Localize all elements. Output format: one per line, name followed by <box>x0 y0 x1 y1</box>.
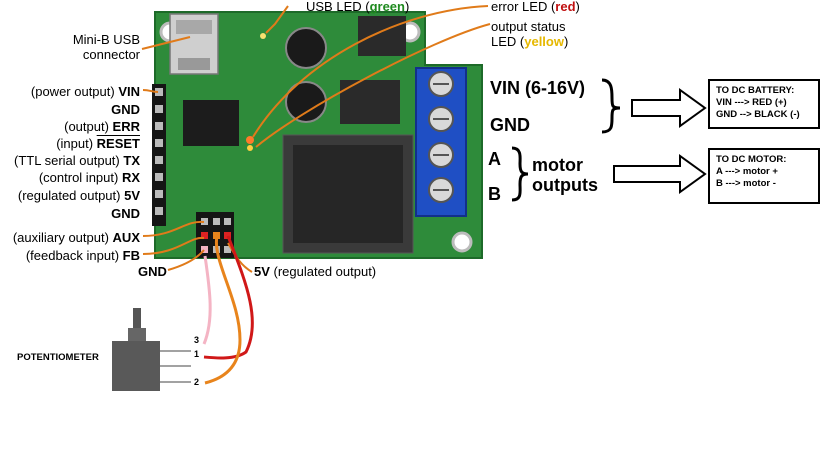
capacitor-icon <box>285 27 327 123</box>
status-led-label: output status LED (yellow) <box>491 19 568 49</box>
pin-name: RX <box>121 170 140 185</box>
usb-led-icon <box>260 33 266 39</box>
motor-brace <box>511 146 529 202</box>
pin-label-err: (output) ERR <box>64 119 140 134</box>
box-title: TO DC MOTOR: <box>716 154 787 165</box>
microcontroller-chip <box>282 134 414 254</box>
label-line: output status <box>491 19 566 34</box>
pin-name: AUX <box>112 230 140 245</box>
label-line: outputs <box>532 175 598 195</box>
error-led-label: error LED (red) <box>491 0 580 14</box>
pin-desc: (input) <box>56 136 97 151</box>
label-line: Mini-B USB <box>72 32 140 47</box>
motor-a-label: A <box>488 149 501 169</box>
pot-pin-1: 1 <box>194 349 200 359</box>
pin-desc: (auxiliary output) <box>12 230 113 245</box>
gnd-terminal-label: GND <box>490 115 530 135</box>
vin-terminal-label: VIN (6-16V) <box>490 78 586 98</box>
pin-name: TX <box>123 153 140 168</box>
label-text: error LED ( <box>491 0 556 14</box>
label-line: LED (yellow) <box>491 34 568 49</box>
error-led-icon <box>246 136 254 144</box>
pin-name: RESET <box>96 136 140 151</box>
battery-info-box: TO DC BATTERY: VIN ---> RED (+) GND --> … <box>708 79 820 129</box>
label-color-word: red <box>555 0 576 14</box>
screw-terminal-block <box>415 67 467 217</box>
annotation-lines <box>141 5 491 273</box>
label-line: motor <box>532 155 583 175</box>
pin-label-rx: (control input) RX <box>39 170 140 185</box>
pin-desc: (regulated output) <box>17 188 125 203</box>
wires <box>202 235 254 385</box>
pot-pin-2: 2 <box>194 377 200 387</box>
label-end: ) <box>575 0 580 14</box>
box-line: B ---> motor - <box>716 178 776 189</box>
usb-connector-label: Mini-B USB connector <box>73 32 140 62</box>
box-title: TO DC BATTERY: <box>716 85 795 96</box>
box-line: A ---> motor + <box>716 166 778 177</box>
pin-name: VIN <box>118 84 140 99</box>
pot-pin-3: 3 <box>194 335 200 345</box>
pin-label-gnd-1: GND <box>111 102 140 117</box>
label-color-word: green <box>369 0 405 14</box>
regulator-chip <box>358 16 406 56</box>
pin-desc: (feedback input) <box>25 248 123 263</box>
label-text: USB LED ( <box>306 0 370 14</box>
pin-label-tx: (TTL serial output) TX <box>14 153 140 168</box>
header-pins <box>152 84 166 226</box>
label-color-word: yellow <box>524 34 564 49</box>
label-end: ) <box>563 34 569 49</box>
feedback-connector <box>196 212 234 258</box>
usb-connector-icon <box>169 13 219 75</box>
potentiometer-label: POTENTIOMETER <box>17 352 99 363</box>
pin-label-aux: (auxiliary output) AUX <box>13 230 140 245</box>
pin-name: 5V <box>124 188 140 203</box>
pin-desc: (regulated output) <box>269 264 377 279</box>
pin-name: ERR <box>112 119 140 134</box>
box-line: GND --> BLACK (-) <box>716 109 800 120</box>
pin-label-reset: (input) RESET <box>56 136 140 151</box>
pin-name: GND <box>111 206 140 221</box>
bottom-gnd-label: GND <box>138 264 167 279</box>
label-end: ) <box>404 0 410 14</box>
pin-label-fb: (feedback input) FB <box>26 248 140 263</box>
bottom-5v-label: 5V (regulated output) <box>254 264 376 279</box>
pin-name: GND <box>111 102 140 117</box>
driver-ic <box>183 100 239 146</box>
power-brace <box>601 78 621 134</box>
pin-desc: (TTL serial output) <box>14 153 124 168</box>
pin-name: FB <box>122 248 140 263</box>
arrow-icon <box>613 88 707 194</box>
label-text: LED ( <box>491 34 525 49</box>
box-line: VIN ---> RED (+) <box>716 97 787 108</box>
label-line: connector <box>82 47 140 62</box>
pin-label-gnd-2: GND <box>111 206 140 221</box>
pin-name: 5V <box>254 264 270 279</box>
usb-led-label: USB LED (green) <box>306 0 409 14</box>
potentiometer-icon <box>112 308 191 391</box>
motor-outputs-label: motor outputs <box>532 155 598 195</box>
motor-b-label: B <box>488 184 501 204</box>
motor-info-box: TO DC MOTOR: A ---> motor + B ---> motor… <box>708 148 820 204</box>
pin-label-vin: (power output) VIN <box>31 84 140 99</box>
pin-desc: (power output) <box>30 84 119 99</box>
pin-desc: (control input) <box>38 170 122 185</box>
pin-label-5v: (regulated output) 5V <box>18 188 140 203</box>
status-led-icon <box>247 145 253 151</box>
pin-desc: (output) <box>64 119 113 134</box>
